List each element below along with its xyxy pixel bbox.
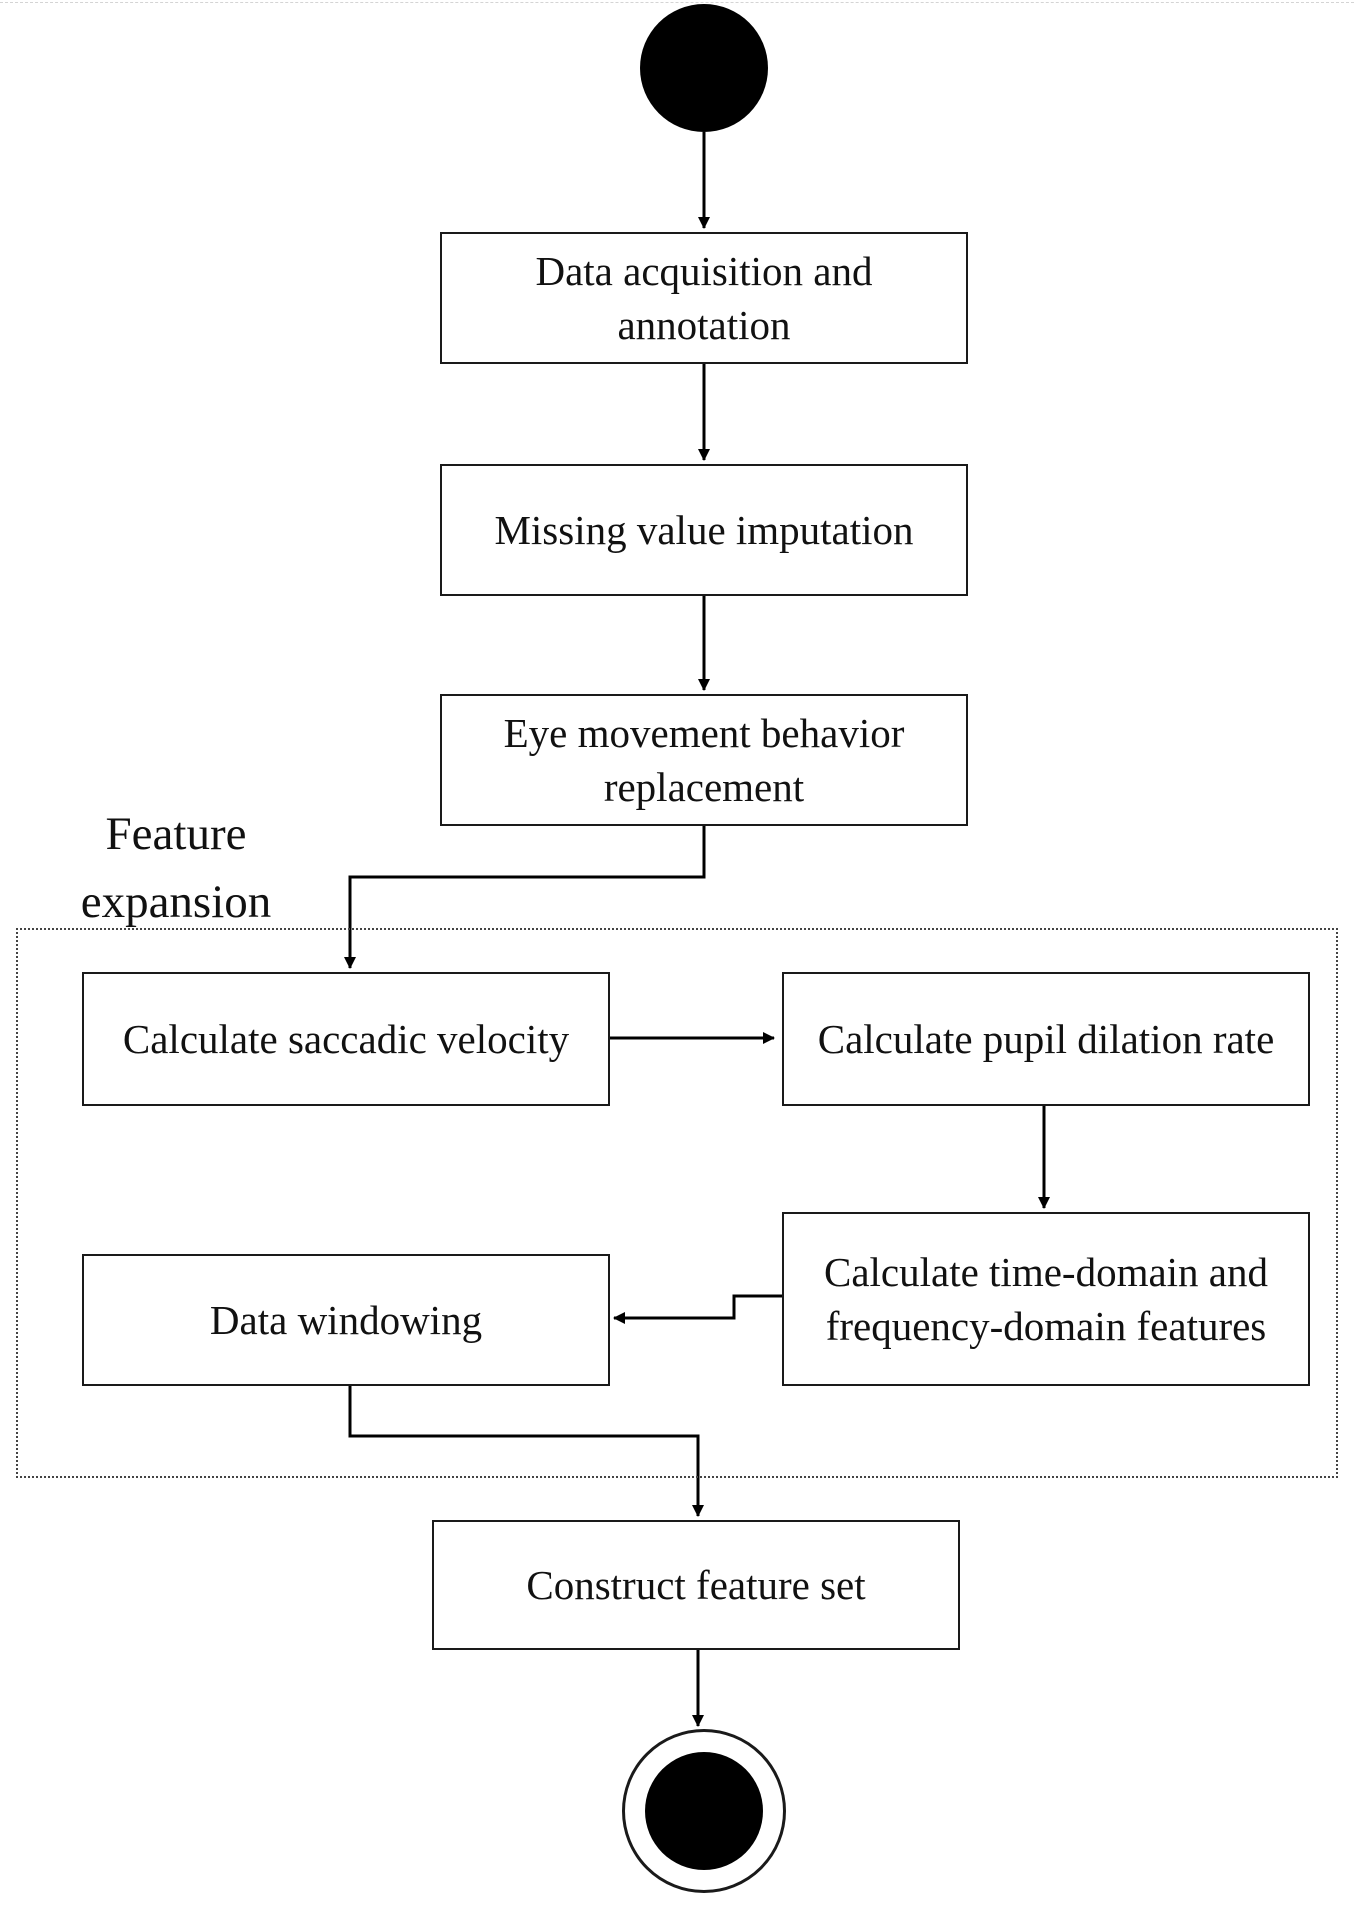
edge-eye-movement-to-saccadic-velocity bbox=[344, 826, 706, 969]
feature-expansion-label: Feature expansion bbox=[80, 808, 272, 929]
start-node bbox=[640, 4, 768, 132]
node-data-acquisition: Data acquisition and annotation bbox=[440, 232, 968, 364]
top-border-rule bbox=[0, 2, 1354, 3]
end-node-core bbox=[645, 1752, 763, 1870]
node-missing-value-imputation: Missing value imputation bbox=[440, 464, 968, 596]
node-calculate-pupil-dilation-rate-label: Calculate pupil dilation rate bbox=[817, 1015, 1275, 1062]
node-calculate-pupil-dilation-rate: Calculate pupil dilation rate bbox=[782, 972, 1310, 1106]
node-data-windowing: Data windowing bbox=[82, 1254, 610, 1386]
node-calculate-saccadic-velocity: Calculate saccadic velocity bbox=[82, 972, 610, 1106]
node-calculate-saccadic-velocity-label: Calculate saccadic velocity bbox=[122, 1015, 570, 1062]
node-calculate-time-frequency-features-label: Calculate time-domain and frequency-doma… bbox=[823, 1248, 1268, 1349]
end-node bbox=[622, 1729, 786, 1893]
edge-time-frequency-to-data-windowing bbox=[613, 1294, 782, 1324]
node-construct-feature-set: Construct feature set bbox=[432, 1520, 960, 1650]
node-eye-movement-behavior-replacement: Eye movement behavior replacement bbox=[440, 694, 968, 826]
node-missing-value-imputation-label: Missing value imputation bbox=[494, 506, 914, 553]
node-data-acquisition-label: Data acquisition and annotation bbox=[535, 247, 873, 348]
node-eye-movement-behavior-replacement-label: Eye movement behavior replacement bbox=[503, 709, 905, 810]
node-calculate-time-frequency-features: Calculate time-domain and frequency-doma… bbox=[782, 1212, 1310, 1386]
node-construct-feature-set-label: Construct feature set bbox=[526, 1561, 866, 1608]
node-data-windowing-label: Data windowing bbox=[209, 1296, 483, 1343]
feature-expansion-group bbox=[16, 928, 1338, 1478]
